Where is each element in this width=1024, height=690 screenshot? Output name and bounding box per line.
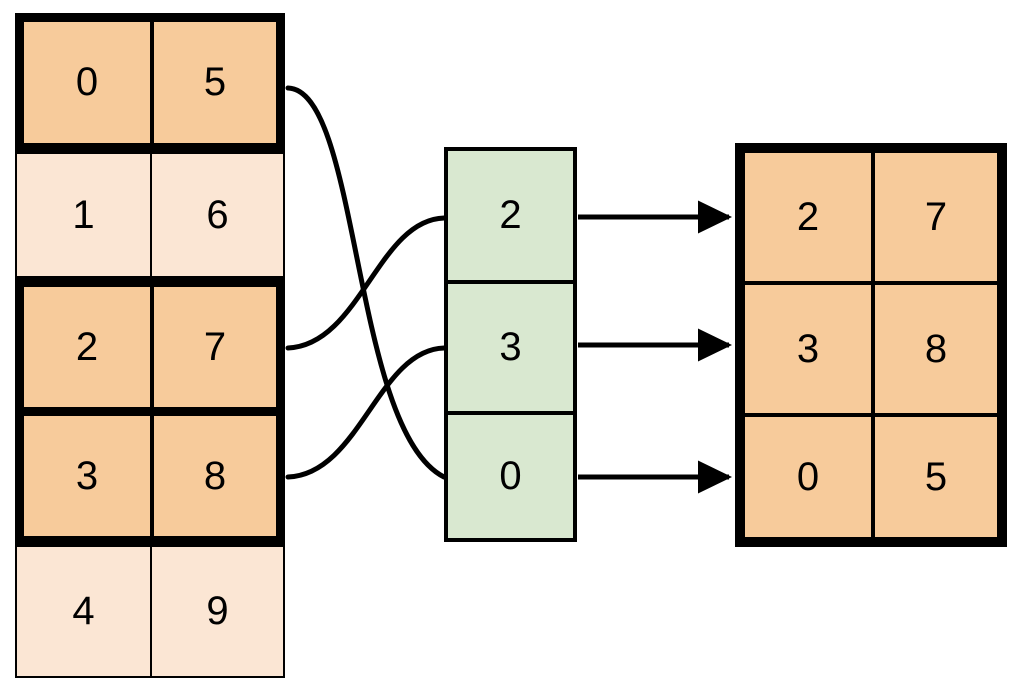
result-cell-0-0: 2	[796, 194, 820, 239]
source-cell-4-0: 4	[72, 589, 95, 633]
result-cell-0-1: 7	[871, 153, 997, 281]
source-row-2[interactable]: 2 7	[15, 278, 285, 412]
result-row-1[interactable]: 3 8	[745, 281, 997, 413]
result-row-2[interactable]: 0 5	[745, 413, 997, 537]
result-row-0[interactable]: 2 7	[745, 153, 997, 281]
source-cell-1-1: 6	[150, 154, 283, 276]
result-cell-1-1: 8	[871, 285, 997, 413]
index-cell-1[interactable]: 3	[448, 280, 573, 411]
result-table: 2 7 3 8 0 5	[735, 143, 1007, 547]
index-cell-1-value: 3	[499, 325, 522, 369]
source-row-0[interactable]: 0 5	[15, 13, 285, 152]
source-cell-0-0: 0	[75, 60, 99, 104]
source-row-3[interactable]: 3 8	[15, 412, 285, 545]
result-cell-2-1: 5	[871, 417, 997, 537]
source-cell-3-0: 3	[75, 453, 99, 498]
index-cell-0[interactable]: 2	[448, 151, 573, 280]
source-cell-2-0: 2	[75, 324, 99, 369]
curve-source0-to-index0	[285, 85, 447, 480]
source-cell-0-1: 5	[150, 22, 276, 143]
source-row-1[interactable]: 1 6	[15, 152, 285, 278]
curve-source3-to-index3	[285, 345, 447, 480]
result-cell-2-0: 0	[796, 454, 820, 499]
source-cell-2-1: 7	[150, 287, 276, 407]
source-table: 0 5 1 6 2 7 3 8 4 9	[15, 13, 285, 690]
index-column: 2 3 0	[444, 147, 577, 542]
source-cell-4-1: 9	[150, 547, 283, 676]
result-cell-1-0: 3	[796, 326, 820, 371]
source-cell-3-1: 8	[150, 416, 276, 536]
index-cell-2-value: 0	[499, 454, 522, 498]
curve-source2-to-index2	[285, 215, 447, 351]
source-cell-1-0: 1	[72, 192, 95, 237]
index-cell-2[interactable]: 0	[448, 411, 573, 538]
index-cell-0-value: 2	[499, 193, 522, 237]
source-row-4[interactable]: 4 9	[15, 545, 285, 678]
